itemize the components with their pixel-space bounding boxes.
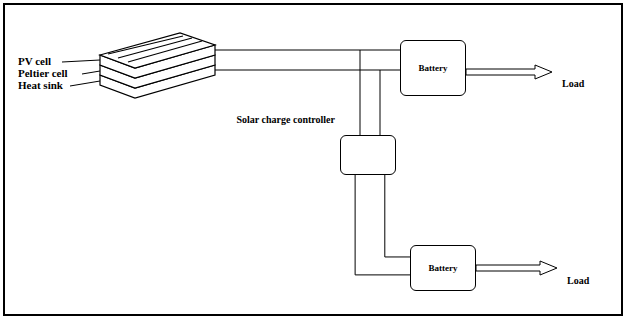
pv-top-face xyxy=(100,33,215,68)
wires xyxy=(215,50,400,135)
panel-line xyxy=(108,36,183,54)
load-arrow xyxy=(466,65,552,79)
wire xyxy=(360,50,361,135)
panel-line xyxy=(128,41,202,62)
battery-box: Battery xyxy=(400,40,466,96)
battery-box: Battery xyxy=(410,245,476,291)
leader-lines xyxy=(62,60,100,86)
load-label: Load xyxy=(567,275,589,286)
part-label: PV cell xyxy=(18,55,51,67)
load-label: Load xyxy=(562,78,584,89)
part-label: Heat sink xyxy=(18,79,63,91)
wire xyxy=(215,70,400,71)
box-heading: Solar charge controller xyxy=(235,114,335,126)
box-text: Battery xyxy=(429,263,458,273)
panel-line xyxy=(118,38,192,58)
leader-line xyxy=(82,71,100,74)
load-arrow xyxy=(476,261,557,275)
box-text: Battery xyxy=(419,63,448,73)
leader-line xyxy=(62,60,100,62)
leader-line xyxy=(70,81,100,86)
wire xyxy=(215,50,400,51)
part-label: Peltier cell xyxy=(18,67,68,79)
wire-connector xyxy=(385,175,410,257)
wire-connector xyxy=(355,175,410,275)
load-arrows xyxy=(466,65,557,275)
wire xyxy=(380,70,381,135)
frame xyxy=(4,4,622,315)
charge-controller-box: Solar charge controller xyxy=(340,135,396,175)
pv-peltier-stack xyxy=(100,33,215,98)
